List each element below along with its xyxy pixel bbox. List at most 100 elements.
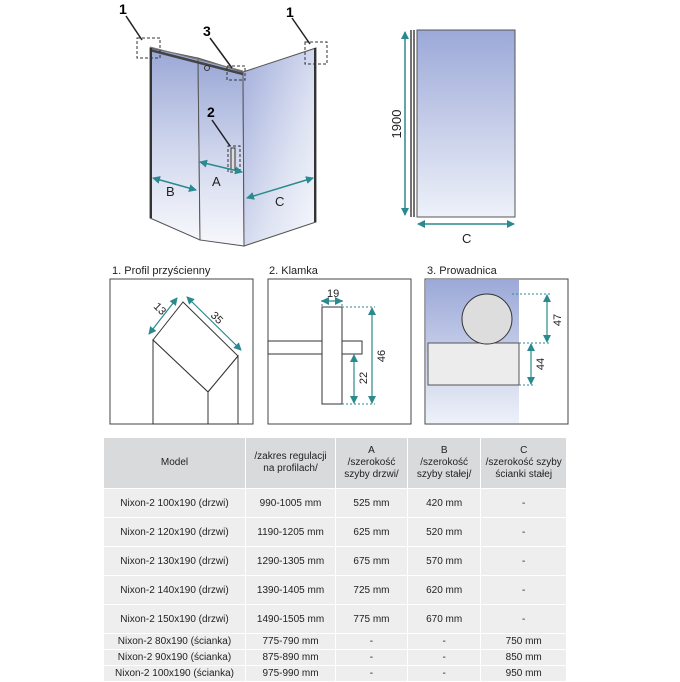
cell-a: 725 mm — [335, 575, 408, 605]
header-model: Model — [103, 437, 246, 489]
cell-a: 775 mm — [335, 604, 408, 634]
dim-label-b: B — [166, 184, 175, 199]
dim-label-a: A — [212, 174, 221, 189]
dim-arrow-a — [199, 159, 243, 175]
table-row: Nixon-2 120x190 (drzwi) 1190-1205 mm 625… — [103, 517, 567, 547]
enclosure-view: 1 1 3 2 B A C — [119, 1, 328, 247]
cell-range: 1190-1205 mm — [244, 517, 337, 547]
cell-model: Nixon-2 120x190 (drzwi) — [103, 517, 246, 547]
cell-model: Nixon-2 100x190 (drzwi) — [103, 488, 246, 518]
table-row: Nixon-2 130x190 (drzwi) 1290-1305 mm 675… — [103, 546, 567, 576]
cell-b: 420 mm — [406, 488, 482, 518]
leader-line — [125, 15, 143, 41]
callout-box-profile-left — [136, 37, 161, 59]
leader-line — [209, 37, 233, 69]
side-view-glass — [416, 29, 516, 218]
callout-label-profile-right: 1 — [286, 4, 294, 20]
dim-label-46: 46 — [376, 350, 388, 362]
detail-profile: 1. Profil przyścienny 13 35 — [109, 265, 254, 425]
cell-range: 990-1005 mm — [244, 488, 337, 518]
cell-model: Nixon-2 130x190 (drzwi) — [103, 546, 246, 576]
dim-label-width: C — [462, 231, 471, 246]
cell-c: 850 mm — [480, 649, 567, 666]
roller-icon — [204, 65, 210, 71]
cell-c: - — [480, 604, 567, 634]
cell-range: 875-890 mm — [244, 649, 337, 666]
cell-c: 750 mm — [480, 633, 567, 650]
profile-side-face — [207, 354, 239, 425]
detail-title-profile: 1. Profil przyścienny — [112, 265, 211, 277]
cell-b: - — [406, 665, 482, 682]
table-row: Nixon-2 150x190 (drzwi) 1490-1505 mm 775… — [103, 604, 567, 634]
dim-label-22: 22 — [358, 372, 370, 384]
detail-guide: 3. Prowadnica 47 44 — [424, 265, 569, 425]
dim-label-19: 19 — [327, 288, 339, 300]
sliding-door-panel — [197, 57, 245, 247]
callout-box-handle — [227, 145, 241, 173]
table-row: Nixon-2 90x190 (ścianka) 875-890 mm - - … — [103, 649, 567, 666]
cell-range: 1490-1505 mm — [244, 604, 337, 634]
cell-a: - — [335, 649, 408, 666]
leader-line — [291, 17, 311, 45]
guide-rail-section — [427, 342, 520, 386]
cell-range: 1390-1405 mm — [244, 575, 337, 605]
table-row: Nixon-2 100x190 (ścianka) 975-990 mm - -… — [103, 665, 567, 682]
table-row: Nixon-2 140x190 (drzwi) 1390-1405 mm 725… — [103, 575, 567, 605]
cell-a: - — [335, 633, 408, 650]
table-row: Nixon-2 80x190 (ścianka) 775-790 mm - - … — [103, 633, 567, 650]
guide-roller — [461, 293, 513, 345]
cell-model: Nixon-2 140x190 (drzwi) — [103, 575, 246, 605]
dim-label-c: C — [275, 194, 284, 209]
detail-handle: 2. Klamka 19 46 22 — [267, 265, 412, 425]
cell-a: 675 mm — [335, 546, 408, 576]
cell-model: Nixon-2 100x190 (ścianka) — [103, 665, 246, 682]
table-row: Nixon-2 100x190 (drzwi) 990-1005 mm 525 … — [103, 488, 567, 518]
cell-a: 625 mm — [335, 517, 408, 547]
diagram-canvas: 1 1 3 2 B A C 1900 C 1. Profil przyścien… — [109, 1, 569, 425]
cell-b: - — [406, 633, 482, 650]
cell-range: 775-790 mm — [244, 633, 337, 650]
cell-c: - — [480, 575, 567, 605]
dim-arrow-c — [246, 176, 314, 200]
cell-c: - — [480, 546, 567, 576]
cell-b: 670 mm — [406, 604, 482, 634]
cell-c: - — [480, 517, 567, 547]
callout-box-profile-right — [304, 41, 328, 65]
cell-b: - — [406, 649, 482, 666]
detail-title-handle: 2. Klamka — [269, 265, 319, 277]
dim-label-47: 47 — [552, 314, 564, 326]
cell-c: 950 mm — [480, 665, 567, 682]
cell-b: 520 mm — [406, 517, 482, 547]
cell-model: Nixon-2 80x190 (ścianka) — [103, 633, 246, 650]
dim-label-height: 1900 — [389, 110, 404, 139]
callout-label-profile-left: 1 — [119, 1, 127, 17]
handle-bar — [321, 306, 343, 405]
handle-glass-section — [267, 340, 363, 355]
callout-label-guide: 3 — [203, 23, 211, 39]
leader-line — [211, 119, 231, 147]
cell-c: - — [480, 488, 567, 518]
dim-arrow-b — [152, 176, 197, 192]
fixed-glass-panel — [149, 47, 201, 241]
cell-b: 620 mm — [406, 575, 482, 605]
side-glass-panel — [242, 47, 317, 247]
dim-arrow-35 — [186, 296, 242, 351]
cell-b: 570 mm — [406, 546, 482, 576]
callout-box-guide — [226, 65, 246, 81]
dim-arrow-13 — [148, 297, 178, 335]
cell-range: 975-990 mm — [244, 665, 337, 682]
cell-a: - — [335, 665, 408, 682]
cell-model: Nixon-2 150x190 (drzwi) — [103, 604, 246, 634]
cell-a: 525 mm — [335, 488, 408, 518]
cell-range: 1290-1305 mm — [244, 546, 337, 576]
handle-icon — [230, 147, 236, 171]
side-view: 1900 C — [389, 29, 516, 246]
detail-title-guide: 3. Prowadnica — [427, 265, 498, 277]
cell-model: Nixon-2 90x190 (ścianka) — [103, 649, 246, 666]
